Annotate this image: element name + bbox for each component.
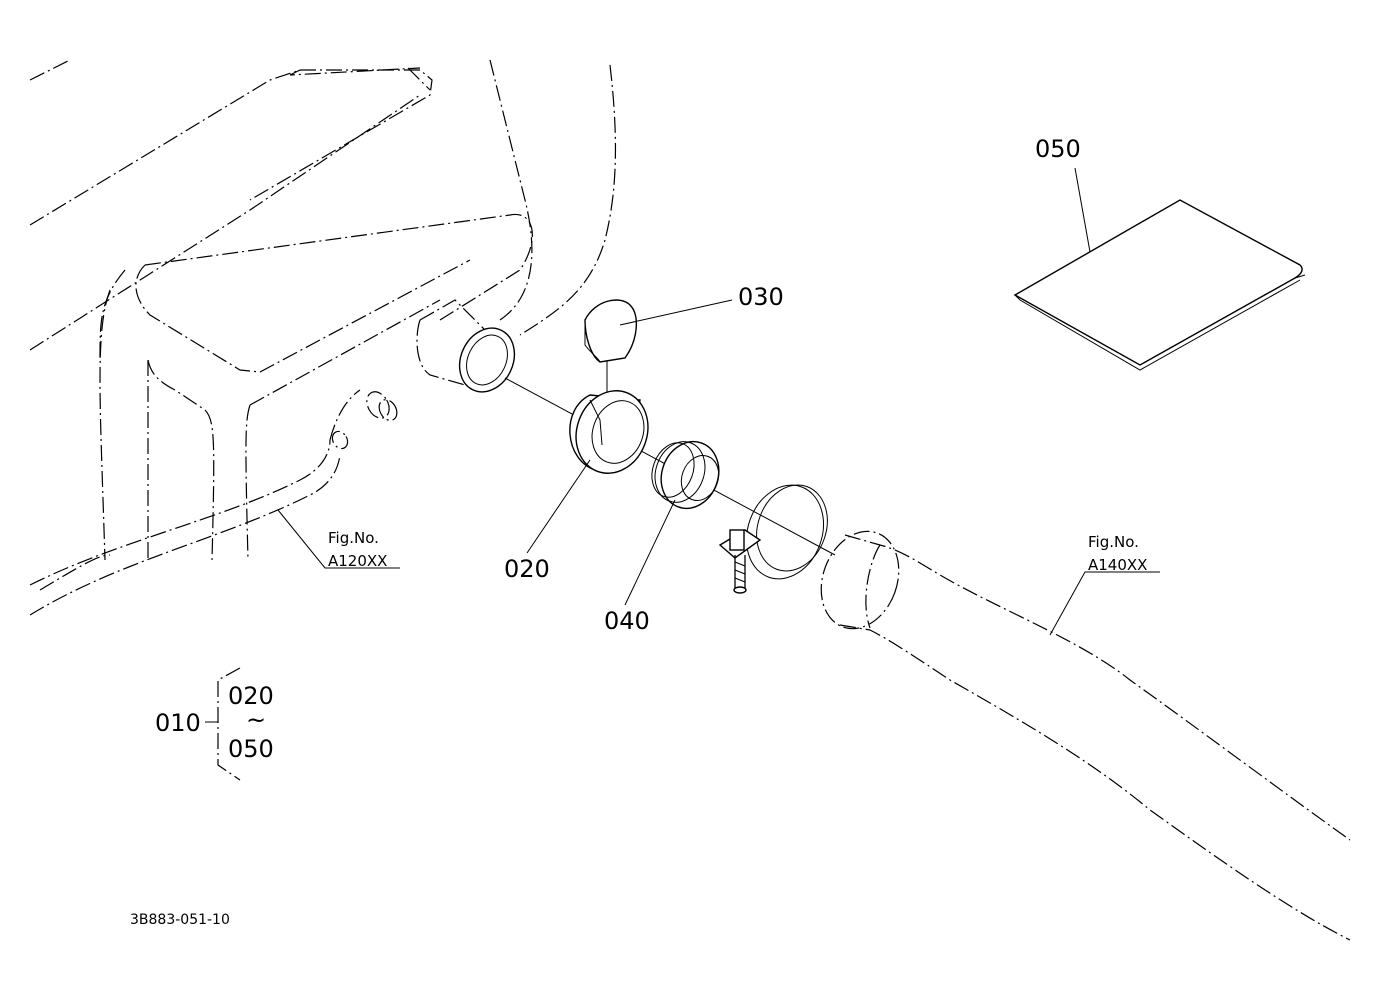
hose-fig-number: A140XX	[1088, 556, 1147, 574]
hose-fig-label: Fig.No.	[1088, 533, 1139, 551]
assembly-range-sep: ~	[246, 706, 266, 734]
leader-lines	[277, 167, 1160, 636]
hose	[820, 530, 1351, 941]
callout-050: 050	[1035, 135, 1081, 163]
assembly-range-start: 020	[228, 682, 274, 710]
grommet-040	[651, 440, 720, 510]
assembly-parent: 010	[155, 709, 201, 737]
tank-outline	[29, 59, 617, 616]
assembly-range-end: 050	[228, 735, 274, 763]
filler-neck	[416, 299, 516, 393]
callout-020: 020	[504, 555, 550, 583]
drawing-code: 3B883-051-10	[130, 912, 230, 928]
tank-fig-number: A120XX	[328, 552, 387, 570]
tank-fig-label: Fig.No.	[328, 529, 379, 547]
callout-040: 040	[604, 607, 650, 635]
assembly-group: 010 020 ~ 050	[155, 667, 274, 781]
callout-030: 030	[738, 283, 784, 311]
cap-030	[584, 299, 637, 363]
manual-050	[1013, 199, 1306, 371]
drain-plug	[331, 391, 398, 450]
collar-020	[569, 390, 649, 474]
hose-clamp	[718, 484, 828, 594]
